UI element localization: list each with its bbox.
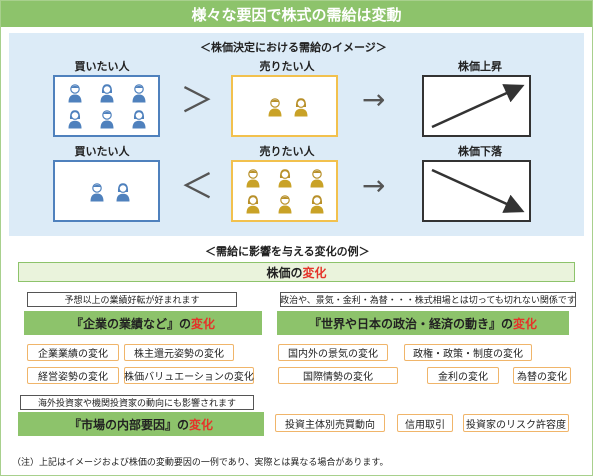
factor-item: 企業業績の変化: [27, 344, 119, 361]
factor-item: 国内外の景気の変化: [278, 344, 388, 361]
seller-person-icon: [277, 168, 293, 188]
seller-person-icon: [245, 168, 261, 188]
category-highlight: 変化: [189, 417, 214, 432]
footnote: （注）上記はイメージおよび株価の変動要因の一例であり、実際とは異なる場合がありま…: [12, 458, 389, 468]
company-performance-category: 『企業の業績など』の変化: [24, 311, 262, 335]
factor-item: 為替の変化: [513, 367, 571, 384]
buyer-panel-bottom: [53, 160, 160, 222]
left-top-note: 予想以上の業績好転が好まれます: [27, 292, 237, 307]
page-title: 様々な要因で株式の需給は変動: [1, 1, 592, 27]
factor-item: 金利の変化: [427, 367, 499, 384]
seller-label-top: 売りたい人: [259, 60, 315, 73]
seller-person-icon: [309, 168, 325, 188]
seller-person-icon: [245, 194, 261, 214]
result-label-bottom: 株価下落: [458, 145, 502, 158]
buyer-person-icon: [99, 109, 115, 129]
seller-label-bottom: 売りたい人: [259, 145, 315, 158]
factor-item: 投資主体別売買動向: [275, 414, 385, 432]
category-prefix: 『市場の内部要因』の: [68, 417, 189, 432]
seller-person-icon: [277, 194, 293, 214]
category-prefix: 『企業の業績など』の: [70, 316, 191, 331]
factor-item: 政権・政策・制度の変化: [404, 344, 532, 361]
price-rise-arrow-icon: [431, 84, 525, 129]
buyer-person-icon: [67, 109, 83, 129]
politics-economy-category: 『世界や日本の政治・経済の動き』の変化: [277, 311, 569, 335]
buyer-person-icon: [99, 83, 115, 103]
category-highlight: 変化: [191, 316, 216, 331]
right-arrow-icon: →: [362, 169, 386, 202]
price-rise-panel: [422, 75, 531, 137]
buyer-person-icon: [67, 83, 83, 103]
factor-item: 株価バリュエーションの変化: [124, 367, 254, 384]
greater-than-symbol: ＞: [180, 81, 214, 121]
seller-person-icon: [267, 97, 283, 117]
price-change-header: 株価の変化: [18, 262, 575, 282]
buyer-label-bottom: 買いたい人: [74, 145, 130, 158]
category-prefix: 『世界や日本の政治・経済の動き』の: [308, 316, 513, 331]
price-change-highlight: 変化: [302, 265, 327, 280]
factor-item: 国際情勢の変化: [278, 367, 398, 384]
right-top-note: 政治や、景気・金利・為替・・・株式相場とは切っても切れない関係です: [280, 292, 576, 307]
seller-person-icon: [293, 97, 309, 117]
factors-heading: ＜需給に影響を与える変化の例＞: [205, 245, 370, 258]
price-fall-panel: [422, 160, 531, 222]
buyer-label-top: 買いたい人: [74, 60, 130, 73]
right-arrow-icon: →: [362, 83, 386, 116]
market-internal-category: 『市場の内部要因』の変化: [18, 412, 264, 436]
seller-panel-bottom: [231, 160, 338, 222]
factor-item: 信用取引: [397, 414, 453, 432]
buyer-person-icon: [89, 182, 105, 202]
factor-item: 株主還元姿勢の変化: [124, 344, 234, 361]
less-than-symbol: ＜: [180, 167, 214, 207]
buyer-person-icon: [131, 109, 147, 129]
seller-panel-top: [231, 75, 338, 137]
result-label-top: 株価上昇: [458, 60, 502, 73]
buyer-person-icon: [131, 83, 147, 103]
diagram-heading: ＜株価決定における需給のイメージ＞: [200, 41, 387, 54]
price-fall-arrow-icon: [431, 168, 525, 213]
factor-item: 経営姿勢の変化: [27, 367, 119, 384]
seller-person-icon: [309, 194, 325, 214]
buyer-panel-top: [53, 75, 160, 137]
price-change-prefix: 株価の: [266, 265, 303, 280]
bottom-left-note: 海外投資家や機関投資家の動向にも影響されます: [20, 395, 254, 410]
category-highlight: 変化: [513, 316, 538, 331]
factor-item: 投資家のリスク許容度: [463, 414, 569, 432]
buyer-person-icon: [115, 182, 131, 202]
